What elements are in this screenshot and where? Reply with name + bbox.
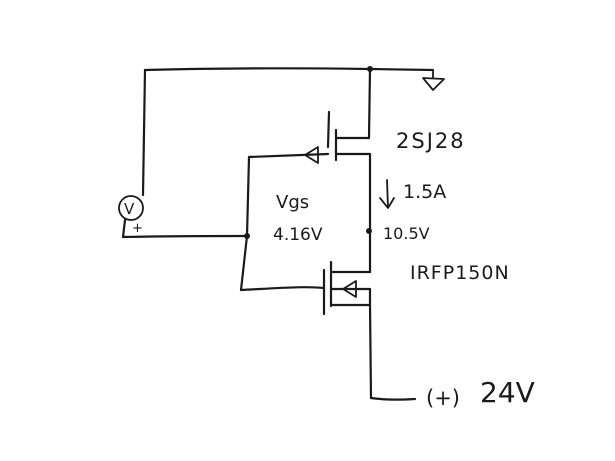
p-mosfet-part-label: 2SJ28 bbox=[396, 129, 466, 153]
p-mosfet-drain-wire bbox=[367, 67, 372, 140]
supply-voltage-label: 24V bbox=[480, 376, 535, 409]
current-arrow-icon bbox=[379, 179, 395, 209]
n-mosfet-arrow bbox=[342, 280, 357, 298]
left-loop-wire bbox=[239, 155, 251, 292]
ground-symbol bbox=[422, 69, 445, 91]
top-wire bbox=[143, 67, 435, 72]
middle-junction bbox=[366, 228, 372, 234]
n-mosfet bbox=[239, 260, 373, 400]
n-mosfet-gate-wire bbox=[239, 286, 326, 292]
p-mosfet bbox=[247, 67, 372, 164]
p-mosfet-arrow bbox=[304, 146, 319, 164]
meter-bottom-wire bbox=[121, 218, 249, 239]
voltmeter-body bbox=[118, 195, 144, 221]
node-voltage-label: 10.5V bbox=[383, 224, 430, 243]
meter-plus-label: + bbox=[132, 221, 143, 236]
supply-polarity-label: (+) bbox=[426, 386, 460, 410]
supply-wire bbox=[369, 396, 417, 401]
vgs-label: Vgs bbox=[276, 192, 309, 213]
voltmeter: V bbox=[118, 195, 144, 221]
vgs-value: 4.16V bbox=[273, 225, 323, 245]
n-mosfet-part-label: IRFP150N bbox=[410, 262, 510, 284]
n-mosfet-drain-wire bbox=[368, 287, 373, 400]
meter-top-wire bbox=[141, 68, 147, 197]
voltmeter-symbol: V bbox=[124, 200, 135, 218]
current-label: 1.5A bbox=[403, 181, 446, 203]
p-mosfet-gate-bar bbox=[326, 110, 331, 149]
p-mosfet-gate-wire bbox=[247, 152, 330, 159]
